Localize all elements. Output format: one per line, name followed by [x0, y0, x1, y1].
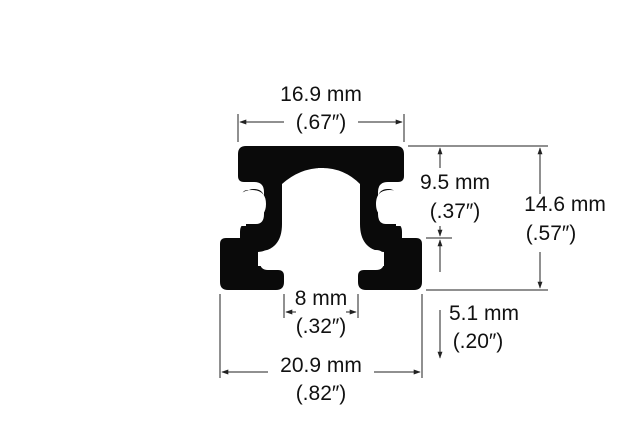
total-height-metric: 14.6 mm — [524, 193, 606, 216]
base-width-metric: 20.9 mm — [280, 354, 362, 377]
slot-width-metric: 8 mm — [295, 287, 348, 310]
rail-profile-shape — [220, 146, 422, 290]
top-center-mark — [318, 168, 324, 171]
base-width-imperial: (.82″) — [296, 382, 347, 405]
right-notch — [376, 190, 404, 226]
lower-height-imperial: (.20″) — [453, 330, 504, 353]
lower-height-metric: 5.1 mm — [449, 302, 519, 325]
top-width-metric: 16.9 mm — [280, 83, 362, 106]
top-width-imperial: (.67″) — [296, 111, 347, 134]
upper-height-imperial: (.37″) — [430, 200, 481, 223]
center-slot — [258, 168, 384, 292]
total-height-imperial: (.57″) — [526, 222, 577, 245]
slot-width-imperial: (.32″) — [296, 315, 347, 338]
upper-height-metric: 9.5 mm — [420, 171, 490, 194]
left-notch — [238, 190, 266, 226]
